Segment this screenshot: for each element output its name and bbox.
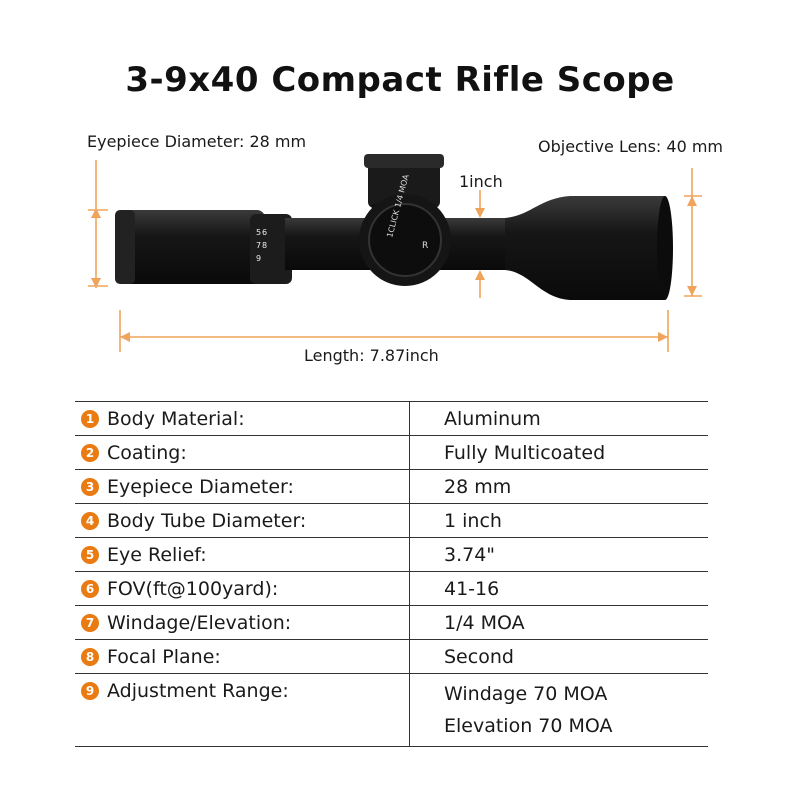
spec-row: 4 Body Tube Diameter: 1 inch (75, 503, 708, 538)
spec-value-line2: Elevation 70 MOA (444, 715, 613, 737)
spec-row: 1 Body Material: Aluminum (75, 401, 708, 436)
spec-value: 1/4 MOA (409, 605, 708, 640)
bullet-1: 1 (81, 409, 99, 428)
bullet-9: 9 (81, 682, 99, 700)
spec-row: 7 Windage/Elevation: 1/4 MOA (75, 605, 708, 640)
svg-text:R: R (422, 241, 428, 251)
spec-row: 3 Eyepiece Diameter: 28 mm (75, 469, 708, 504)
spec-key: FOV(ft@100yard): (107, 577, 279, 600)
spec-row: 2 Coating: Fully Multicoated (75, 435, 708, 470)
svg-text:6: 6 (262, 228, 267, 237)
bullet-5: 5 (81, 545, 99, 564)
spec-value: Fully Multicoated (409, 435, 708, 470)
bullet-8: 8 (81, 647, 99, 666)
spec-value: Windage 70 MOA (444, 683, 608, 705)
eyepiece-label: Eyepiece Diameter: 28 mm (87, 132, 307, 151)
spec-value: Aluminum (409, 401, 708, 436)
spec-table: 1 Body Material: Aluminum 2 Coating: Fully… (75, 401, 708, 747)
tube-label: 1inch (459, 172, 503, 191)
spec-value: 1 inch (409, 503, 708, 538)
power-ring (250, 214, 292, 284)
spec-value: Second (409, 639, 708, 674)
svg-text:5: 5 (256, 228, 261, 237)
spec-value: 28 mm (409, 469, 708, 504)
spec-key: Body Tube Diameter: (107, 509, 307, 532)
spec-key: Adjustment Range: (107, 680, 289, 702)
bullet-3: 3 (81, 477, 99, 496)
spec-row: 6 FOV(ft@100yard): 41-16 (75, 571, 708, 606)
spec-row: 8 Focal Plane: Second (75, 639, 708, 674)
spec-key: Eyepiece Diameter: (107, 475, 294, 498)
spec-key: Focal Plane: (107, 645, 221, 668)
svg-text:9: 9 (256, 254, 261, 263)
page-title: 3-9x40 Compact Rifle Scope (125, 60, 675, 100)
length-label: Length: 7.87inch (304, 346, 439, 365)
elevation-turret (368, 156, 440, 208)
bullet-2: 2 (81, 443, 99, 462)
spec-key: Eye Relief: (107, 543, 207, 566)
bullet-4: 4 (81, 511, 99, 530)
spec-value: 3.74" (409, 537, 708, 572)
objective-label: Objective Lens: 40 mm (538, 137, 723, 156)
svg-text:7: 7 (256, 241, 261, 250)
bullet-7: 7 (81, 613, 99, 632)
svg-text:8: 8 (262, 241, 267, 250)
spec-row: 5 Eye Relief: 3.74" (75, 537, 708, 572)
objective-bell (505, 196, 665, 300)
spec-key: Windage/Elevation: (107, 611, 292, 634)
spec-value: 41-16 (409, 571, 708, 606)
eyepiece (115, 210, 265, 284)
spec-key: Coating: (107, 441, 187, 464)
spec-key: Body Material: (107, 407, 245, 430)
spec-row: 9 Adjustment Range: Windage 70 MOA Elevat… (75, 673, 708, 747)
bullet-6: 6 (81, 579, 99, 598)
